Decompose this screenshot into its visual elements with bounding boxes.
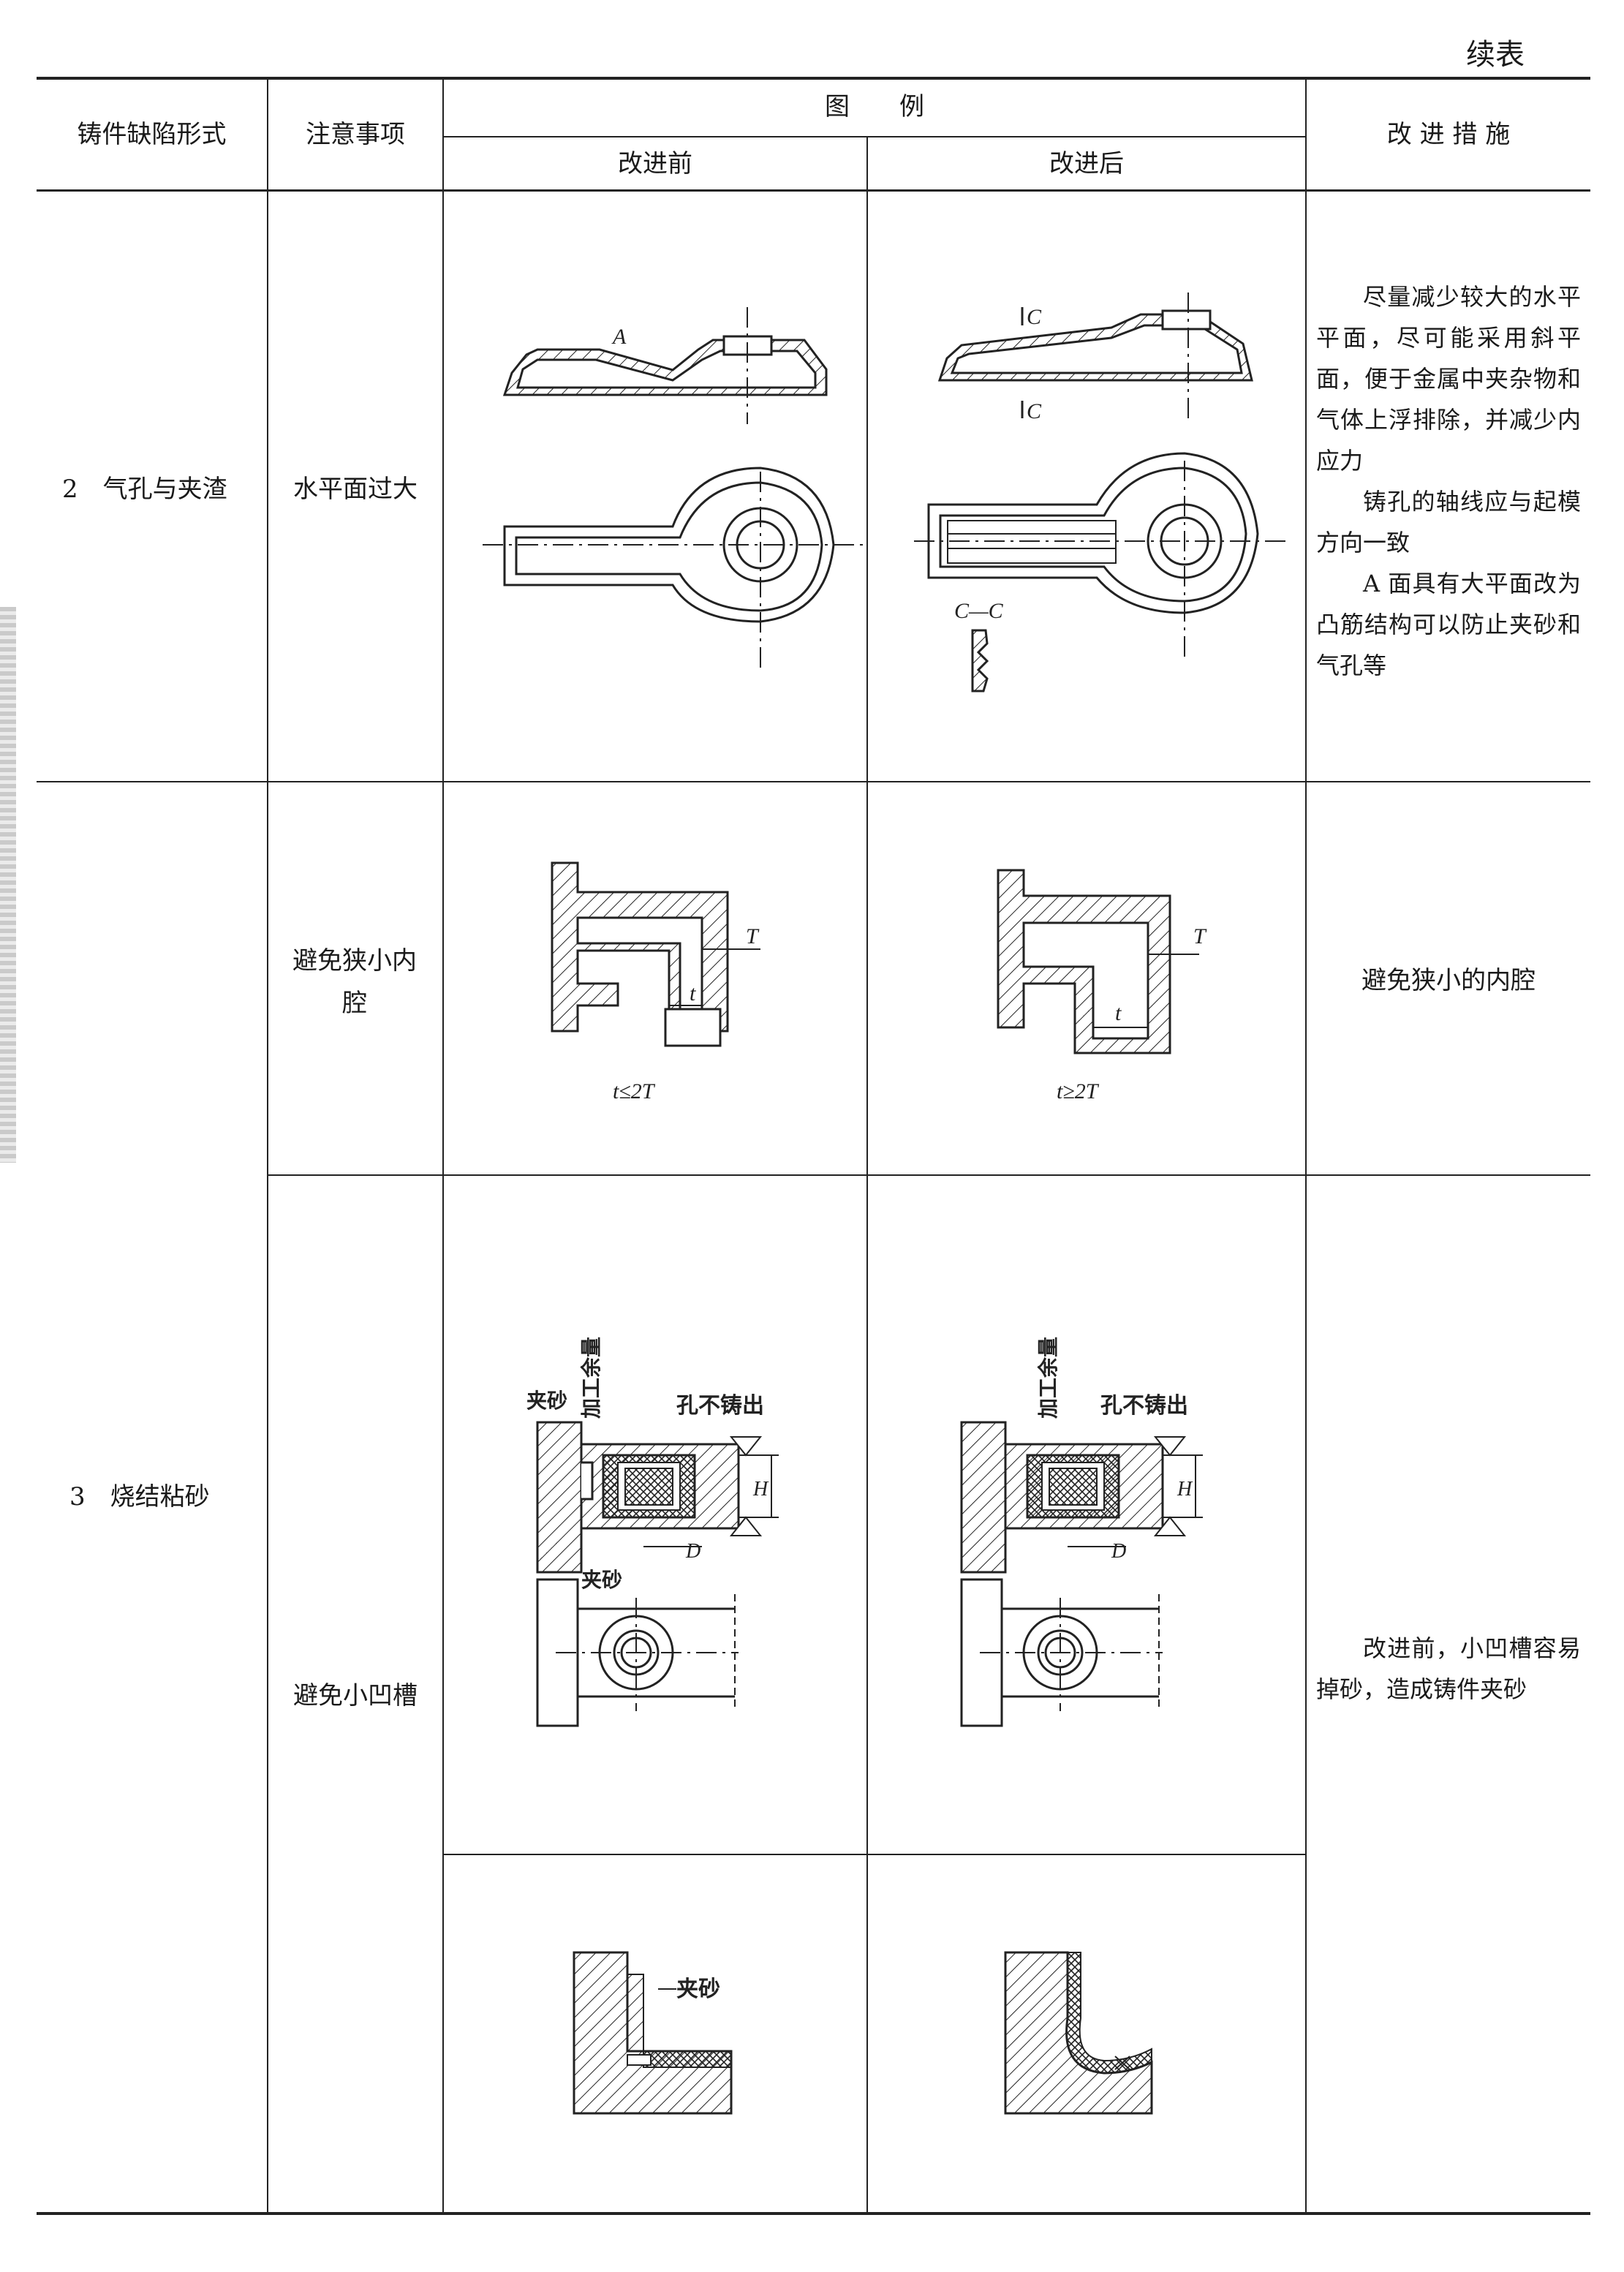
fig-label: C (1027, 305, 1042, 329)
fig-r2-after-profile (937, 293, 1253, 420)
header-defect: 铸件缺陷形式 (77, 120, 227, 149)
continued-label: 续表 (1466, 38, 1525, 72)
fig-r3-groove-before-section (536, 1421, 779, 1574)
fig-label: t (1115, 1001, 1122, 1025)
fig-r4-after (1004, 1951, 1153, 2115)
fig-r3-cavity-before (551, 861, 760, 1047)
fig-label: A (611, 325, 627, 349)
fig-r2-after-plan (914, 452, 1287, 692)
fig-label: 夹砂 (581, 1569, 622, 1592)
fig-r2-before-plan (483, 467, 863, 673)
fig-label: H (1177, 1478, 1193, 1501)
measure-line: 尽量减少较大的水平平面，尽可能采用斜平面，便于金属中夹杂物和气体上浮排除，并减少… (1316, 283, 1581, 475)
fig-label: 夹砂 (526, 1389, 567, 1413)
fig-label: 加工余量 (1036, 1337, 1060, 1419)
fig-label: D (1111, 1540, 1126, 1563)
row2-defect: 2 气孔与夹渣 (62, 475, 227, 504)
measure-line: A 面具有大平面改为凸筋结构可以防止夹砂和气孔等 (1316, 570, 1581, 679)
page-edge-scan (0, 607, 16, 1163)
fig-label: T (746, 924, 760, 948)
row3-measure-groove: 改进前，小凹槽容易掉砂，造成铸件夹砂 (1316, 1628, 1581, 1710)
fig-label: H (752, 1478, 769, 1501)
fig-r4-before (573, 1951, 733, 2115)
header-before: 改进前 (618, 149, 692, 178)
fig-label: 加工余量 (579, 1337, 603, 1419)
row3-note-cavity: 避免狭小内腔 (292, 946, 417, 1018)
row2-measures: 尽量减少较大的水平平面，尽可能采用斜平面，便于金属中夹杂物和气体上浮排除，并减少… (1316, 276, 1581, 686)
header-after: 改进后 (1049, 149, 1124, 178)
fig-r2-before-profile (502, 307, 828, 424)
header-notes: 注意事项 (306, 120, 405, 149)
fig-r3-groove-after-plan (960, 1578, 1163, 1727)
fig-label: t (690, 981, 696, 1005)
fig-r3-groove-before-plan (536, 1578, 739, 1727)
measure-line: 改进前，小凹槽容易掉砂，造成铸件夹砂 (1316, 1634, 1581, 1703)
row3-note-groove: 避免小凹槽 (293, 1681, 418, 1710)
fig-label: 孔不铸出 (676, 1394, 764, 1418)
fig-r3-cavity-after (997, 869, 1199, 1054)
fig-label: 夹砂 (676, 1977, 720, 2001)
header-measures: 改 进 措 施 (1386, 120, 1511, 149)
row2-note: 水平面过大 (293, 475, 418, 504)
fig-caption: t≥2T (1057, 1079, 1100, 1103)
fig-r3-groove-after-section (960, 1421, 1203, 1574)
fig-caption: t≤2T (613, 1079, 656, 1103)
header-illustration: 图 例 (825, 92, 924, 121)
fig-label: C—C (954, 599, 1004, 623)
fig-label: D (685, 1540, 700, 1563)
row3-defect: 3 烧结粘砂 (69, 1482, 210, 1511)
row3-measure-cavity: 避免狭小的内腔 (1361, 966, 1536, 995)
fig-label: 孔不铸出 (1100, 1394, 1188, 1418)
fig-label: C (1027, 399, 1042, 423)
measure-line: 铸孔的轴线应与起模方向一致 (1316, 488, 1581, 556)
fig-label: T (1193, 924, 1207, 948)
